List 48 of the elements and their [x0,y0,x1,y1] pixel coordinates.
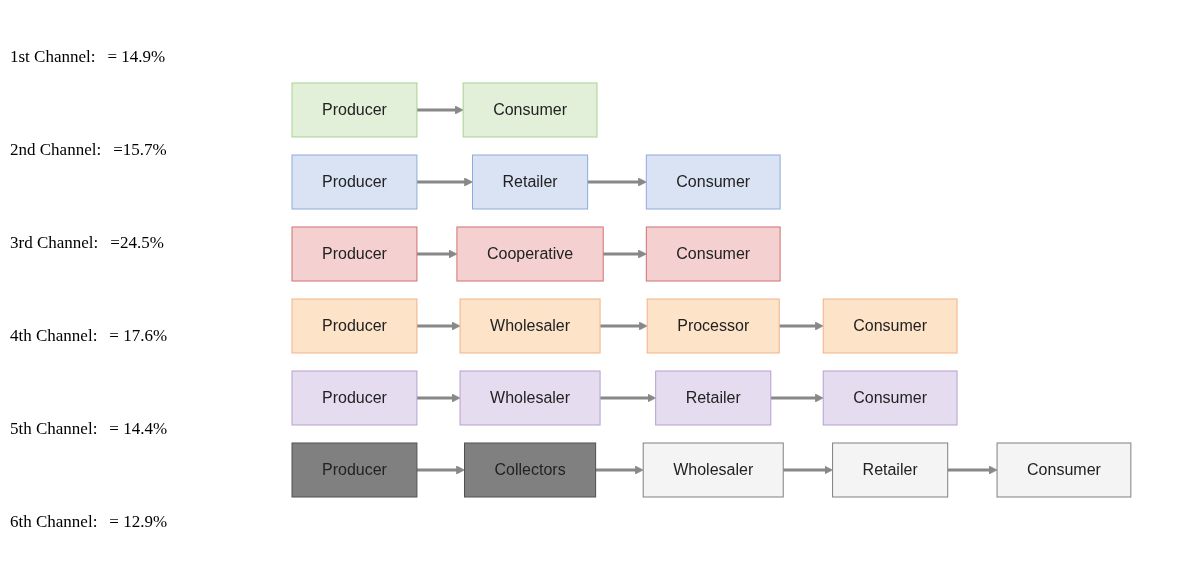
arrow [416,177,473,186]
channel-label: 6th Channel: [10,512,98,533]
channel-label: 4th Channel: [10,326,98,347]
node-box: Producer [291,226,417,281]
arrow [770,393,824,402]
node-box: Collectors [463,442,596,497]
share-percentage: =15.7% [113,139,167,160]
channel-label: 5th Channel: [10,419,98,440]
arrow [947,465,997,474]
arrow [599,393,656,402]
node-box: Wholesaler [642,442,784,497]
node-box: Consumer [645,226,781,281]
arrow [416,393,460,402]
node-box: Producer [291,370,417,425]
channel-label: 1st Channel: [10,46,96,67]
arrow [599,321,648,330]
node-box: Producer [291,442,417,497]
arrow [416,105,464,114]
node-box: Wholesaler [459,370,601,425]
share-percentage: = 14.4% [109,419,168,440]
node-box: Retailer [831,442,948,497]
share-percentage: =24.5% [110,232,164,253]
share-percentage: = 14.9% [107,46,166,67]
node-box: Cooperative [456,226,604,281]
node-box: Consumer [996,442,1131,497]
arrow [416,321,460,330]
node-box: Wholesaler [459,298,601,353]
channel-label: 3rd Channel: [10,232,99,253]
arrow [416,249,457,258]
node-box: Producer [291,298,417,353]
arrow [416,465,465,474]
arrow [782,465,833,474]
node-box: Producer [291,82,417,137]
node-box: Retailer [654,370,771,425]
node-box: Consumer [645,154,781,209]
node-box: Consumer [462,82,598,137]
arrow [587,177,647,186]
channel-label: 2nd Channel: [10,139,102,160]
node-box: Producer [291,154,417,209]
arrow [602,249,647,258]
arrow [595,465,644,474]
node-box: Retailer [471,154,588,209]
node-box: Processor [646,298,780,353]
node-box: Consumer [822,298,958,353]
share-percentage: = 17.6% [109,326,168,347]
node-box: Consumer [822,370,958,425]
share-percentage: = 12.9% [109,512,168,533]
arrow [778,321,824,330]
